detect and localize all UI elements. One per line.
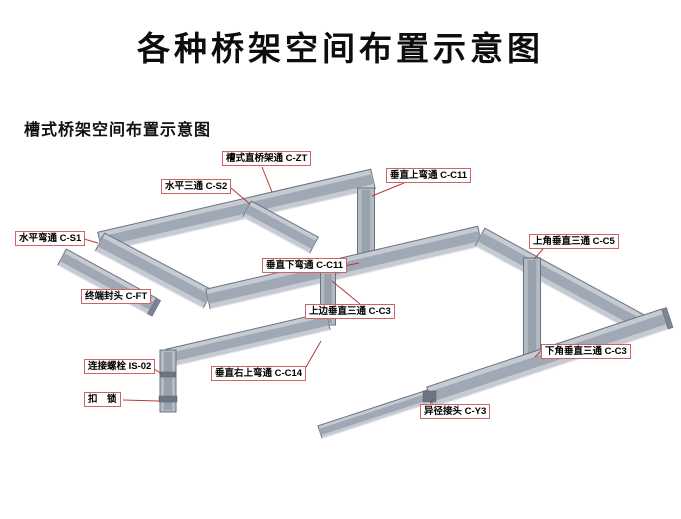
- tray-end-cap: [147, 297, 162, 317]
- page-title: 各种桥架空间布置示意图: [137, 30, 544, 67]
- tray-end-cap: [661, 307, 674, 330]
- label-end-cap: 终端封头 C-FT: [81, 289, 152, 304]
- hardware-fitting: [422, 390, 437, 403]
- label-bottom-corner-tee: 下角垂直三通 C-C3: [541, 344, 631, 359]
- label-leader-line: [261, 166, 273, 193]
- label-leader-line: [534, 350, 542, 358]
- hardware-fitting: [158, 395, 178, 403]
- label-leader-line: [83, 238, 99, 244]
- tray-segment: [242, 200, 319, 254]
- tray-segment: [317, 389, 433, 439]
- tray-segment: [97, 168, 376, 253]
- label-leader-line: [371, 182, 405, 197]
- label-vertical-down-bend: 垂直下弯通 C-C11: [262, 258, 348, 273]
- label-top-corner-tee: 上角垂直三通 C-C5: [529, 234, 619, 249]
- label-leader-line: [533, 248, 544, 260]
- label-leader-line: [122, 399, 160, 402]
- label-leader-line: [230, 187, 251, 205]
- label-leader-line: [331, 280, 361, 305]
- label-reducer-joint: 异径接头 C-Y3: [420, 404, 491, 419]
- vertical-tray-column: [523, 257, 541, 361]
- label-connect-bolt: 连接螺栓 IS-02: [84, 359, 156, 374]
- vertical-tray-column: [159, 349, 177, 413]
- label-vertical-up-bend: 垂直上弯通 C-C11: [386, 168, 472, 183]
- label-leader-line: [429, 398, 434, 405]
- label-lock: 扣 锁: [84, 392, 121, 407]
- section-subtitle: 槽式桥架空间布置示意图: [24, 122, 212, 139]
- label-vert-right-up-bend: 垂直右上弯通 C-C14: [211, 366, 307, 381]
- label-horizontal-tee: 水平三通 C-S2: [161, 179, 232, 194]
- label-horizontal-bend: 水平弯通 C-S1: [15, 231, 86, 246]
- label-straight-tray: 槽式直桥架通 C-ZT: [222, 151, 312, 166]
- hardware-fitting: [159, 371, 177, 378]
- label-top-edge-tee: 上边垂直三通 C-C3: [305, 304, 395, 319]
- tray-segment: [165, 311, 331, 368]
